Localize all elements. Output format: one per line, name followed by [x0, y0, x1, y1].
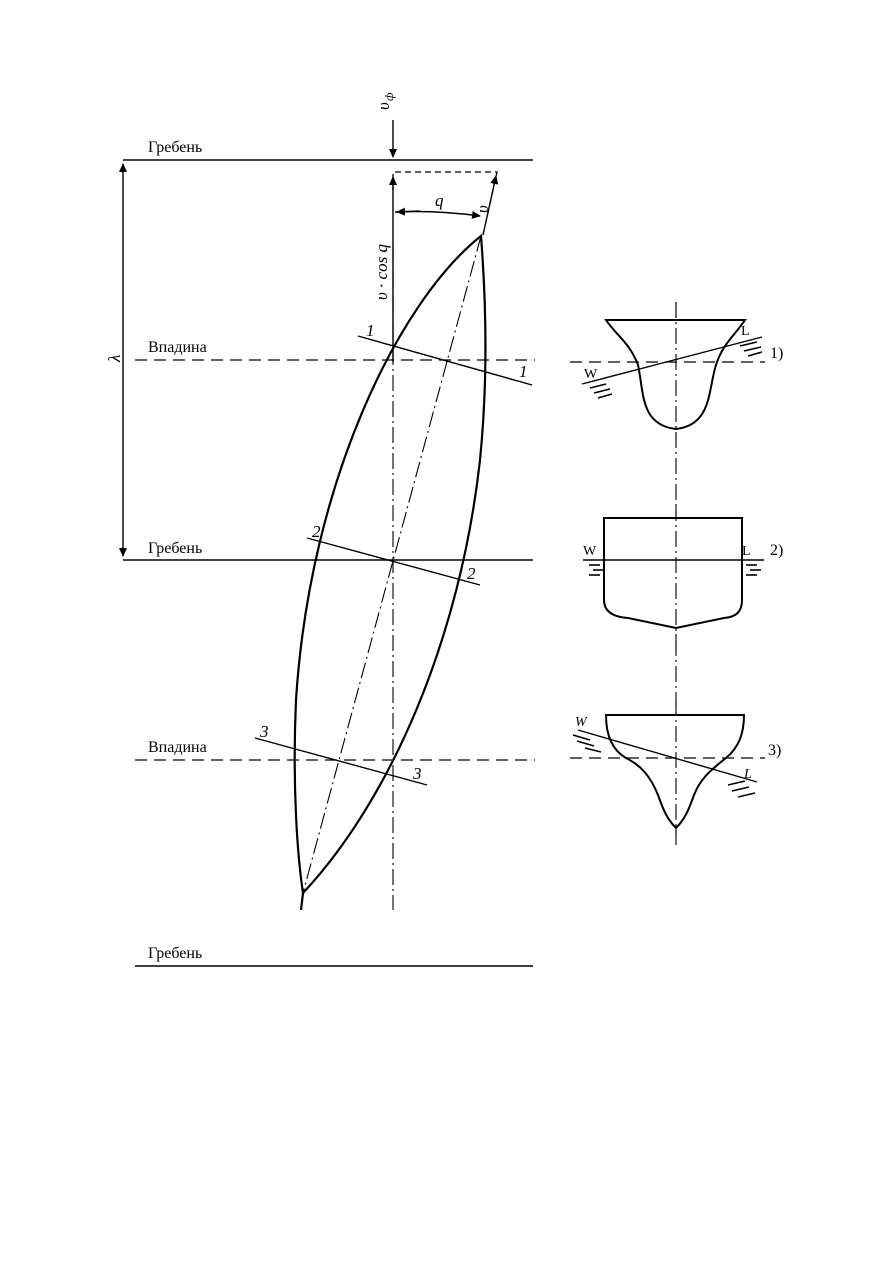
- trough-label-1: Впадина: [148, 339, 207, 356]
- wave-level-lines: [123, 159, 535, 967]
- hull-stern-tail: [299, 892, 305, 911]
- section-lines: 1 1 2 2 3 3: [254, 321, 533, 786]
- section-mark-2-right: 2: [467, 564, 476, 583]
- dashed-velocity-box: [392, 171, 498, 236]
- waterline-2-w: W: [583, 544, 597, 559]
- section-mark-3-right: 3: [412, 764, 422, 783]
- cross-section-3: W L 3): [570, 700, 781, 845]
- water-hatch-3-right: [727, 780, 756, 798]
- cross-sections: W L 1) W L 2): [570, 302, 783, 845]
- hull-outline: [293, 233, 487, 896]
- cross-section-2-label: 2): [770, 542, 783, 559]
- cross-section-1-label: 1): [770, 345, 783, 362]
- wavelength-symbol: λ: [105, 355, 124, 363]
- section-mark-2-left: 2: [312, 522, 321, 541]
- section-mark-1-right: 1: [519, 362, 528, 381]
- trough-label-2: Впадина: [148, 739, 207, 756]
- waterline-2-l: L: [742, 544, 751, 559]
- section-line-3: [254, 737, 428, 786]
- ship-speed-symbol: υ: [473, 205, 492, 213]
- water-hatch-3-left: [572, 734, 602, 753]
- crest-label-middle: Гребень: [148, 540, 202, 557]
- section-mark-3-left: 3: [259, 722, 269, 741]
- water-hatch-1-left: [589, 383, 613, 399]
- angle-symbol: q: [435, 191, 444, 210]
- waterline-1-l: L: [741, 324, 750, 339]
- section-mark-1-left: 1: [366, 321, 375, 340]
- water-hatch-2-right: [746, 564, 761, 576]
- crest-label-bottom: Гребень: [148, 945, 202, 962]
- waterline-3-l: L: [743, 767, 752, 782]
- velocity-components: υ · cos q υ q: [372, 171, 499, 910]
- waterline-3-w: W: [575, 715, 588, 730]
- waterline-3: [577, 729, 758, 783]
- section-line-2: [306, 537, 481, 586]
- ship-hull: [293, 233, 487, 911]
- cross-section-2-shape: [603, 517, 743, 630]
- cross-section-3-label: 3): [768, 742, 781, 759]
- waterline-1: [581, 336, 763, 385]
- water-hatch-2-left: [589, 564, 604, 576]
- ship-speed-arrow: [482, 175, 499, 236]
- crest-label-top: Гребень: [148, 139, 202, 156]
- wave-level-labels: Гребень Впадина Гребень Впадина Гребень: [148, 139, 207, 962]
- angle-arc-tail: [396, 207, 421, 216]
- hull-centerline: [302, 235, 482, 894]
- wavelength-dimension: λ: [105, 163, 127, 557]
- waterline-1-w: W: [584, 367, 598, 382]
- cos-component-label: υ · cos q: [372, 244, 391, 300]
- wave-speed-subscript: ф: [382, 92, 396, 101]
- wave-speed-symbol: υ: [374, 102, 393, 110]
- section-line-1: [357, 335, 533, 386]
- water-hatch-1-right: [739, 341, 763, 357]
- cross-section-2: W L 2): [583, 505, 783, 650]
- cross-section-1: W L 1): [570, 302, 783, 440]
- wave-speed-arrow: υ ф: [374, 92, 397, 158]
